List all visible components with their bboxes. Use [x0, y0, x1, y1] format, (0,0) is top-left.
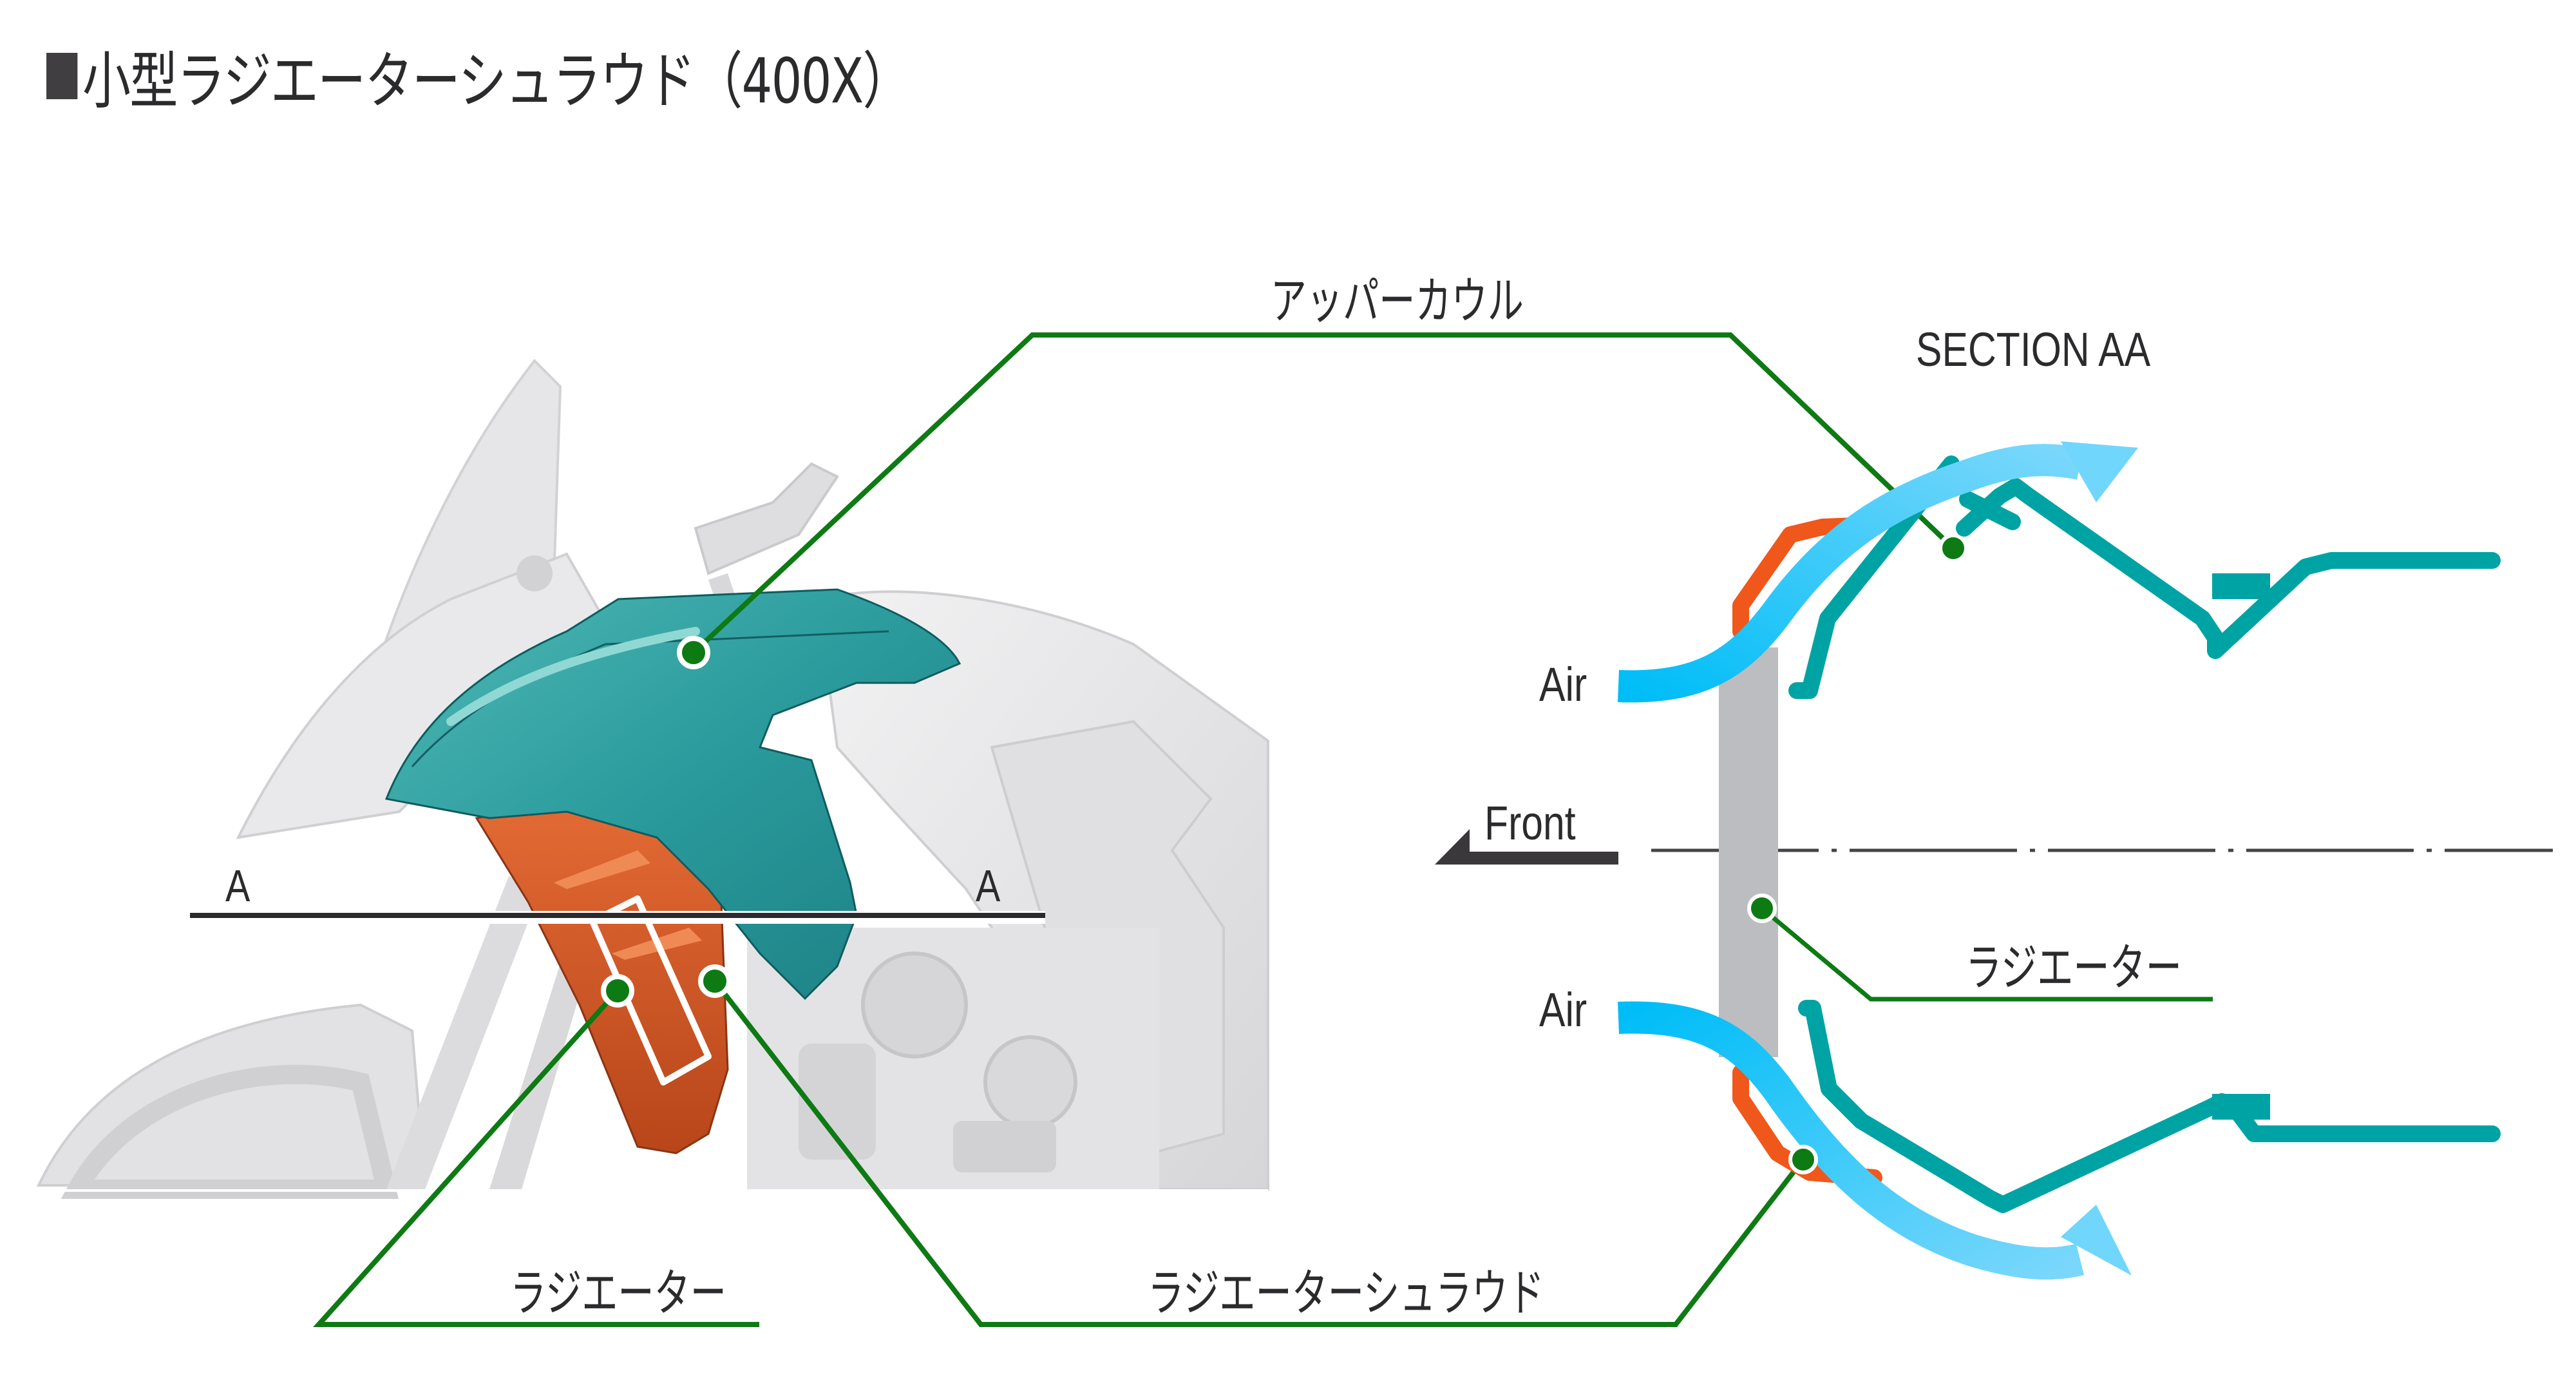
label-radiator-right: ラジエーター: [1965, 939, 2182, 997]
label-section-mark-right: A: [976, 861, 1001, 911]
label-radiator-shroud: ラジエーターシュラウド: [1148, 1265, 1544, 1323]
leader-dot-shroud-section: [1788, 1145, 1818, 1174]
radiator-section: [1719, 647, 1778, 1057]
upper-cowl-3d: [384, 588, 961, 1000]
label-radiator-left: ラジエーター: [510, 1265, 726, 1323]
leader-upper-cowl: [677, 332, 1968, 669]
page-title: 小型ラジエーターシュラウド（400X）: [46, 31, 911, 120]
leader-radiator-shroud: [698, 964, 1806, 1327]
airflow-top-arrowhead: [2061, 441, 2138, 502]
page-title-text: 小型ラジエーターシュラウド（400X）: [82, 45, 911, 117]
airflow-top: [1618, 444, 2083, 703]
leader-dot-upper-cowl-3d: [677, 636, 710, 669]
front-wheel: [61, 1064, 399, 1199]
leader-dot-radiator-3d: [601, 974, 634, 1008]
cowl-section-bottom: [1798, 1000, 2501, 1213]
section-indicator-box: [589, 895, 712, 1085]
section-cut-line: [190, 911, 1045, 924]
cowl-section-bottom-step: [2212, 1094, 2270, 1120]
cowl-section-top-step: [2212, 573, 2270, 599]
front-fairing: [236, 552, 620, 839]
label-upper-cowl: アッパーカウル: [1270, 273, 1524, 330]
handlebar: [694, 462, 839, 575]
motorcycle-illustration: [33, 358, 1269, 1199]
leader-radiator-right: [1747, 894, 2213, 1002]
airflow-bottom: [1618, 1001, 2085, 1280]
front-fork: [386, 876, 541, 1189]
leader-dot-radiator-section: [1747, 894, 1777, 923]
section-aa-diagram: [1435, 441, 2553, 1280]
label-section-aa: SECTION AA: [1916, 323, 2151, 376]
label-air-bottom: Air: [1539, 983, 1587, 1037]
cowl-highlight: [446, 627, 700, 726]
leader-dot-upper-cowl-section: [1938, 533, 1968, 563]
label-section-mark-left: A: [225, 861, 251, 911]
filled-square-icon: [46, 52, 78, 99]
label-air-top: Air: [1539, 658, 1587, 711]
cowl-section-top: [1788, 455, 2501, 699]
front-arrow-icon: [1435, 829, 1618, 865]
leader-radiator-left: [313, 974, 759, 1327]
label-front: Front: [1484, 796, 1576, 850]
airflow-bottom-arrowhead: [2061, 1205, 2132, 1276]
illustration-base: [33, 1189, 1268, 1192]
leader-dot-shroud-3d: [698, 964, 732, 998]
shroud-fin-1: [554, 850, 650, 889]
front-fender: [36, 1003, 427, 1187]
fairing-bolt: [516, 555, 553, 591]
